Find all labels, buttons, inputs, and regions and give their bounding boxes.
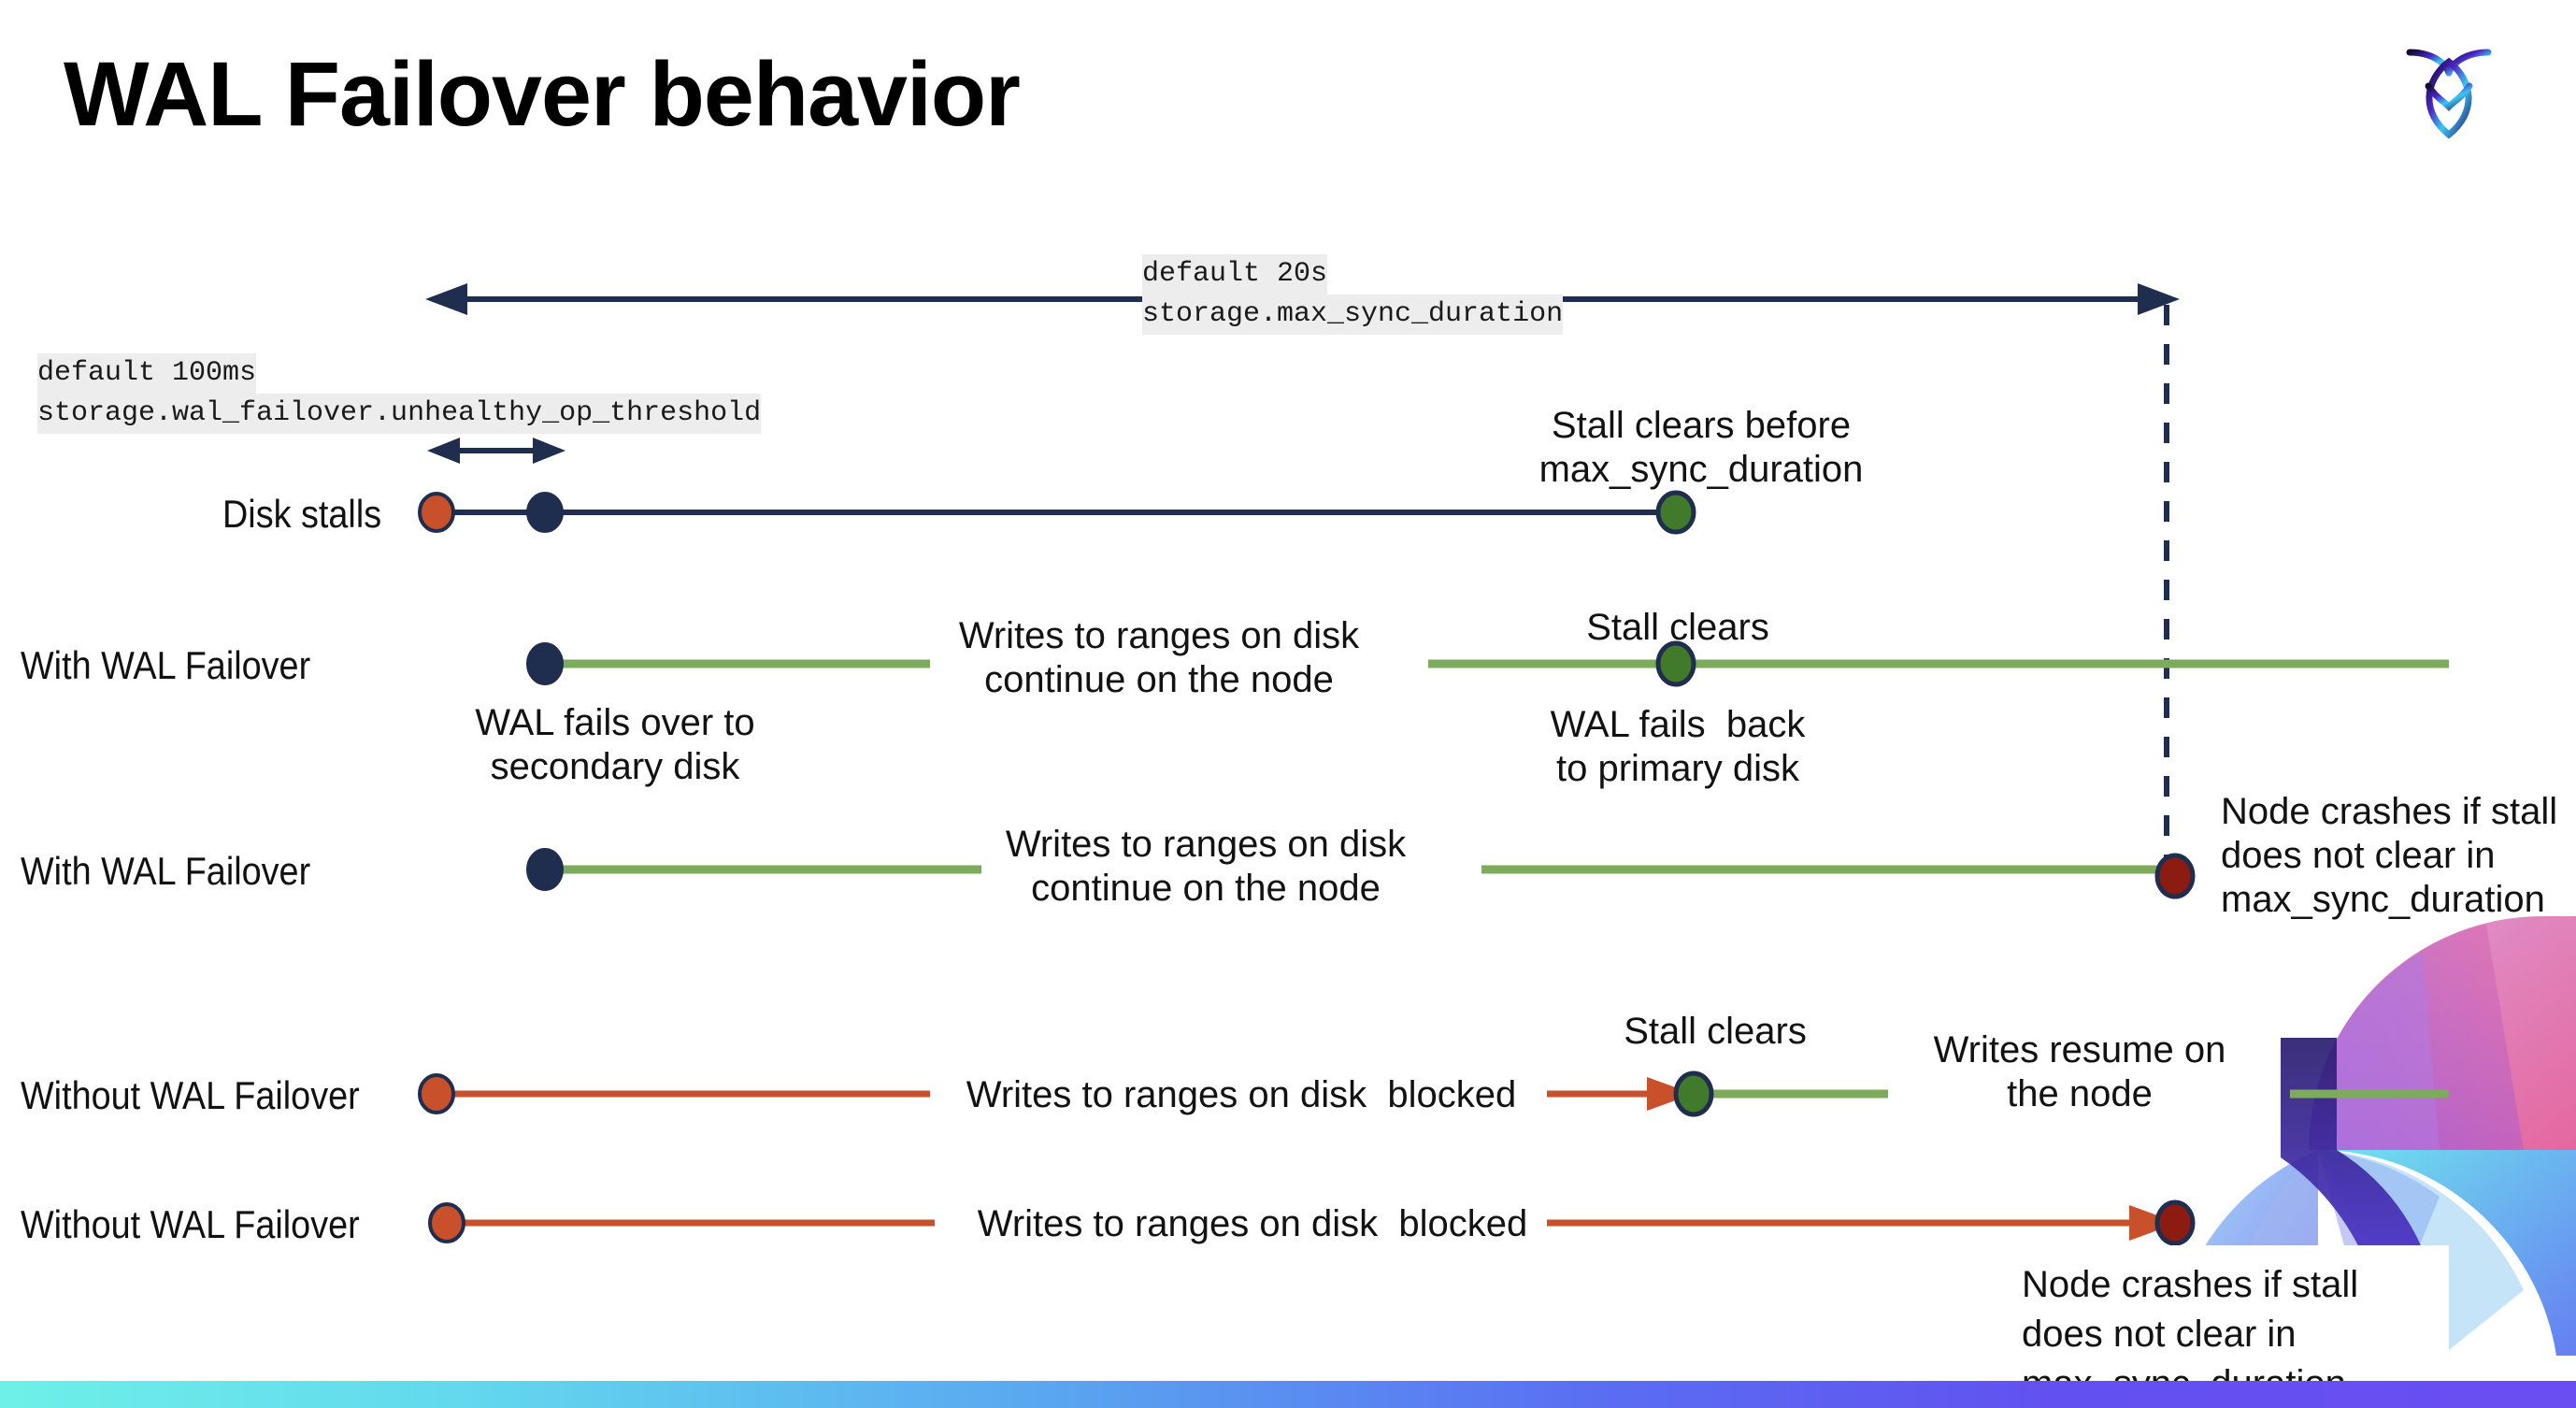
max-sync-duration-setting-text: storage.max_sync_duration <box>1142 295 1564 335</box>
note-stall-clears-before-max-sync: Stall clears before max_sync_duration <box>1538 405 1864 491</box>
note-writes-blocked-2: Writes to ranges on disk blocked <box>977 1203 1528 1244</box>
max-sync-duration-default-text: default 20s <box>1142 254 1328 295</box>
row-without-wal-failover-crash-track <box>428 1200 2196 1246</box>
note-stall-clears-1: Stall clears <box>1586 607 1769 648</box>
note-writes-continue-1: Writes to ranges on disk continue on the… <box>958 615 1360 701</box>
row-without-wal-failover-clears-track <box>418 1070 2449 1117</box>
page-title: WAL Failover behavior <box>64 43 1021 145</box>
row-with-wal-failover-crash-track <box>526 848 2196 899</box>
row-with-wal-failover-clears-track <box>526 640 2449 687</box>
unhealthy-op-threshold-default-text: default 100ms <box>37 353 257 394</box>
note-node-crashes-1: Node crashes if stall does not clear in … <box>2221 791 2558 921</box>
row-label-with-wal-failover-1: With WAL Failover <box>21 643 311 687</box>
note-writes-continue-2: Writes to ranges on disk continue on the… <box>1005 824 1407 910</box>
note-stall-clears-2: Stall clears <box>1624 1011 1807 1052</box>
note-writes-blocked-1: Writes to ranges on disk blocked <box>966 1074 1517 1115</box>
note-wal-fails-back: WAL fails back to primary disk <box>1550 704 1806 790</box>
cockroachdb-logo-icon <box>2393 32 2505 144</box>
row-label-with-wal-failover-2: With WAL Failover <box>21 849 311 893</box>
row-disk-stalls-track <box>418 490 1696 535</box>
bottom-gradient-bar <box>0 1381 2576 1408</box>
row-label-without-wal-failover-1: Without WAL Failover <box>21 1073 360 1117</box>
note-wal-fails-over: WAL fails over to secondary disk <box>475 702 755 788</box>
unhealthy-op-threshold-setting-text: storage.wal_failover.unhealthy_op_thresh… <box>37 394 762 434</box>
note-writes-resume: Writes resume on the node <box>1933 1029 2226 1115</box>
row-label-without-wal-failover-2: Without WAL Failover <box>21 1202 360 1246</box>
row-label-disk-stalls: Disk stalls <box>222 492 382 536</box>
unhealthy-op-threshold-span-arrow <box>427 438 565 464</box>
